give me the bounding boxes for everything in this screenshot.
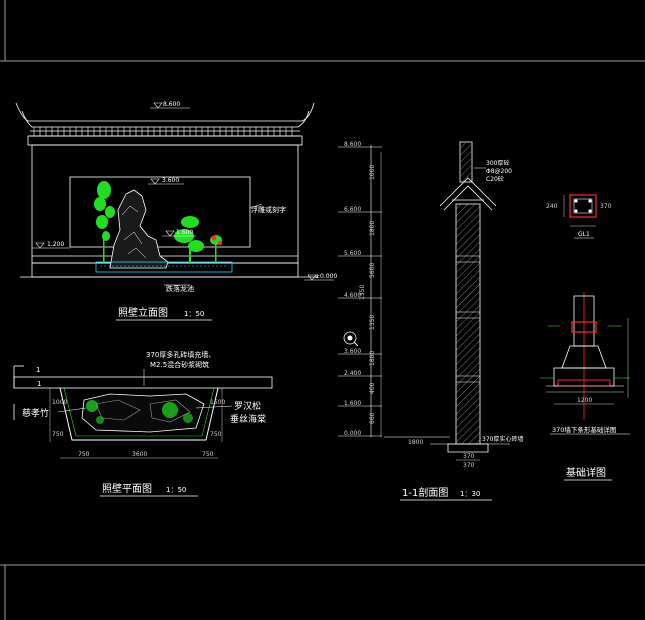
roof-tiles <box>33 127 293 136</box>
plan-dim-right-bottom: 750 <box>210 431 222 438</box>
elevation-view: 8.600 3.600 1.200 1.600 ±0.000 浮雕或刻字 跌落龙… <box>15 101 337 321</box>
plan-dim-bottom-1: 750 <box>78 451 90 458</box>
plan-dim-bottom-3: 750 <box>202 451 214 458</box>
foundation-dim-bottom: 1200 <box>577 397 592 404</box>
beam-outline <box>569 194 597 218</box>
plan-mark-top: 1 <box>36 366 40 374</box>
section-roof-cap <box>439 141 497 211</box>
foundation-detail: 1200 370墙下条形基础详图 基础详图 <box>540 292 630 481</box>
section-dim-w2: 370 <box>463 462 475 469</box>
section-dim-base: 1800 <box>408 439 423 446</box>
plan-view: 1 1 370厚多孔砖填充墙、 M2.5混合砂浆砌筑 慈孝竹 罗汉松 垂丝海棠 … <box>13 350 273 497</box>
section-wall <box>455 203 481 445</box>
svg-text:1000: 1000 <box>369 165 376 180</box>
section-view: 8.600 6.600 5.600 4.600 3.600 2.400 1.60… <box>338 141 523 501</box>
svg-text:660: 660 <box>369 412 376 424</box>
section-level-3: 5.600 <box>344 250 361 257</box>
section-caption: 1-1剖面图 <box>402 486 448 499</box>
section-note-2: Φ8@200 <box>486 168 512 175</box>
begonia-plant <box>210 235 222 264</box>
plan-rockery <box>81 393 205 433</box>
plan-dim-right-top: 1500 <box>210 399 225 406</box>
svg-text:1800: 1800 <box>369 351 376 366</box>
plan-dim-left-bottom: 750 <box>52 431 64 438</box>
section-note-bottom: 370厚实心砖墙 <box>482 435 523 443</box>
foundation-ring-beam <box>571 321 597 333</box>
section-level-4: 4.600 <box>344 292 361 299</box>
zoom-magnifier-icon <box>343 331 357 345</box>
pond-water <box>95 261 233 273</box>
wall-roof <box>15 102 315 146</box>
elev-left: 1.200 <box>47 241 64 248</box>
elev-inner: 3.600 <box>162 177 179 184</box>
section-level-2: 6.600 <box>344 206 361 213</box>
section-level-7: 1.600 <box>344 400 361 407</box>
section-dims-left: 1000 1800 1350 5600 1350 1800 400 660 <box>359 165 376 424</box>
plan-dimensions <box>49 388 223 459</box>
svg-text:5600: 5600 <box>369 263 376 278</box>
plant-label-pine: 罗汉松 <box>234 400 261 412</box>
plan-caption: 照壁平面图 <box>102 482 152 495</box>
elev-ground: ±0.000 <box>315 273 337 280</box>
plan-bamboo <box>86 400 98 412</box>
elev-top: 8.600 <box>163 101 180 108</box>
beam-dim-h: 240 <box>546 203 558 210</box>
section-note-3: C20砼 <box>486 175 504 183</box>
elevation-markers <box>32 102 334 281</box>
foundation-caption: 基础详图 <box>566 466 606 479</box>
elevation-scale: 1：50 <box>184 310 204 318</box>
note-relief: 浮雕或刻字 <box>251 205 286 214</box>
section-level-5: 3.600 <box>344 348 361 355</box>
pine-plant <box>174 216 204 264</box>
section-note-1: 300厚砼 <box>486 159 509 167</box>
bamboo-plant <box>94 181 115 264</box>
svg-text:1350: 1350 <box>369 315 376 330</box>
plan-note-1: 370厚多孔砖填充墙、 <box>146 350 215 359</box>
svg-text:1350: 1350 <box>359 285 366 300</box>
plan-dim-bottom-2: 3600 <box>132 451 147 458</box>
note-bottom-pond: 跌落龙池 <box>166 284 194 293</box>
plan-pine <box>162 402 178 418</box>
plant-label-bamboo: 慈孝竹 <box>22 407 49 419</box>
beam-dim-w: 370 <box>600 203 612 210</box>
section-level-1: 8.600 <box>344 141 361 148</box>
foundation-note: 370墙下条形基础详图 <box>552 425 616 434</box>
section-level-6: 2.400 <box>344 370 361 377</box>
beam-detail: 240 370 GL1 <box>546 194 612 239</box>
section-level-8: 0.000 <box>344 430 361 437</box>
elev-rock: 1.600 <box>176 229 193 236</box>
beam-label: GL1 <box>578 231 590 238</box>
plant-label-begonia: 垂丝海棠 <box>230 413 266 425</box>
plan-dim-left-top: 1000 <box>52 399 67 406</box>
section-scale: 1：30 <box>460 490 480 498</box>
plan-mark-bottom: 1 <box>37 380 41 388</box>
svg-text:1800: 1800 <box>369 221 376 236</box>
svg-text:400: 400 <box>369 382 376 394</box>
plan-scale: 1：50 <box>166 486 186 494</box>
plan-note-2: M2.5混合砂浆砌筑 <box>150 360 209 369</box>
elevation-caption: 照壁立面图 <box>118 306 168 319</box>
section-dim-w1: 370 <box>463 453 475 460</box>
rockery <box>109 189 169 269</box>
